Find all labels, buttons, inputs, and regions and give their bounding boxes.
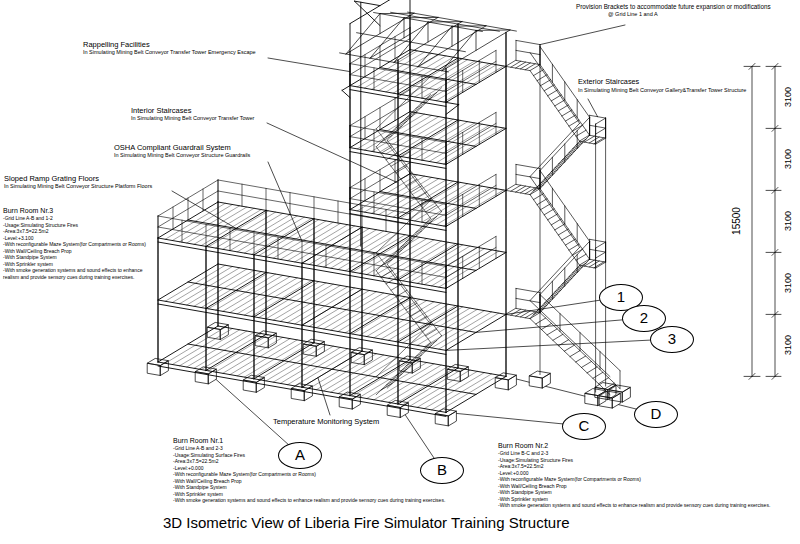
grid-label: 1 bbox=[617, 289, 625, 306]
label-block: Burn Room Nr.3-Grid Line A-B and 1-2-Usa… bbox=[2, 206, 156, 280]
dimension-text: 3100 bbox=[783, 86, 794, 108]
callout-heading: Rappelling Facilities bbox=[82, 40, 151, 49]
grid-bubble: 3 bbox=[650, 326, 694, 353]
steel-columns bbox=[158, 16, 506, 413]
grid-bubble: B bbox=[420, 457, 464, 484]
label-block: Rappelling FacilitiesIn Simulating Minin… bbox=[82, 40, 257, 56]
callout-text: @ Grid Line 1 and A bbox=[607, 11, 659, 18]
grid-bubble: C bbox=[562, 413, 606, 440]
grid-label: B bbox=[437, 462, 447, 479]
callout-text: In Simulating Mining Belt Conveyor Galle… bbox=[577, 87, 747, 94]
label-block: 3100 bbox=[783, 148, 794, 170]
label-block: Temperature Monitoring System bbox=[272, 417, 380, 426]
grid-label: A bbox=[295, 447, 305, 464]
leader-lines bbox=[172, 25, 625, 415]
exterior-stairs bbox=[506, 40, 620, 394]
grid-label: 3 bbox=[668, 331, 676, 348]
label-block: 15500 bbox=[731, 206, 743, 236]
floor-grating bbox=[165, 51, 503, 411]
grid-label: D bbox=[651, 406, 662, 423]
callout-text: In Simulating Mining Belt Conveyor Trans… bbox=[130, 115, 255, 122]
interior-stairs bbox=[376, 76, 441, 395]
callout-text: In Simulating Mining Belt Conveyor Struc… bbox=[113, 152, 251, 159]
label-block: Interior StaircasesIn Simulating Mining … bbox=[130, 106, 255, 122]
floor-beams bbox=[158, 50, 506, 417]
dimension-text: 3100 bbox=[783, 210, 794, 232]
callout-text: In Simulating Mining Belt Conveyor Trans… bbox=[82, 49, 257, 56]
callout-text: In Simulating Mining Belt Conveyor Struc… bbox=[3, 183, 153, 190]
callout-heading: Interior Staircases bbox=[130, 106, 192, 115]
label-block: Provision Brackets to accommodate future… bbox=[575, 3, 772, 17]
label-block: Burn Room Nr.2-Grid Line B-C and 2-3-Usa… bbox=[497, 441, 771, 509]
label-block: OSHA Compliant Guardrail SystemIn Simula… bbox=[113, 143, 251, 159]
room-heading: Burn Room Nr.2 bbox=[497, 441, 549, 450]
label-block: 3100 bbox=[783, 86, 794, 108]
dimension-lines bbox=[744, 63, 781, 379]
callout-heading: Provision Brackets to accommodate future… bbox=[575, 3, 772, 11]
dimension-text: 3100 bbox=[783, 334, 794, 356]
dimension-text: 3100 bbox=[783, 272, 794, 294]
callout-heading: OSHA Compliant Guardrail System bbox=[113, 143, 232, 152]
room-note: -With smoke generation systems and sound… bbox=[172, 497, 446, 504]
label-block: Exterior StaircasesIn Simulating Mining … bbox=[577, 78, 747, 93]
label-block: 3100 bbox=[783, 210, 794, 232]
grid-label: 2 bbox=[640, 310, 648, 327]
grid-bubble: A bbox=[278, 442, 322, 469]
drawing-caption: 3D Isometric View of Liberia Fire Simula… bbox=[163, 514, 570, 531]
provision-brackets bbox=[342, 86, 459, 115]
grid-bubble: D bbox=[634, 401, 678, 428]
callout-heading: Sloped Ramp Grating Floors bbox=[3, 174, 100, 183]
label-block: 3100 bbox=[783, 334, 794, 356]
room-note: -With smoke generation systems and sound… bbox=[497, 502, 771, 509]
label-block: 3100 bbox=[783, 272, 794, 294]
label-block: Burn Room Nr.1-Grid Line A-B and 2-3-Usa… bbox=[172, 436, 446, 504]
grid-label: C bbox=[579, 418, 590, 435]
room-heading: Burn Room Nr.3 bbox=[2, 206, 54, 215]
roof-trusses bbox=[340, 12, 517, 72]
dimension-text: 3100 bbox=[783, 148, 794, 170]
room-note: -With smoke generation systems and sound… bbox=[2, 267, 156, 280]
room-heading: Burn Room Nr.1 bbox=[172, 436, 224, 445]
callout-heading: Temperature Monitoring System bbox=[272, 417, 380, 426]
callout-heading: Exterior Staircases bbox=[577, 78, 640, 87]
dimension-text: 15500 bbox=[731, 206, 743, 236]
label-block: Sloped Ramp Grating FloorsIn Simulating … bbox=[3, 174, 153, 190]
